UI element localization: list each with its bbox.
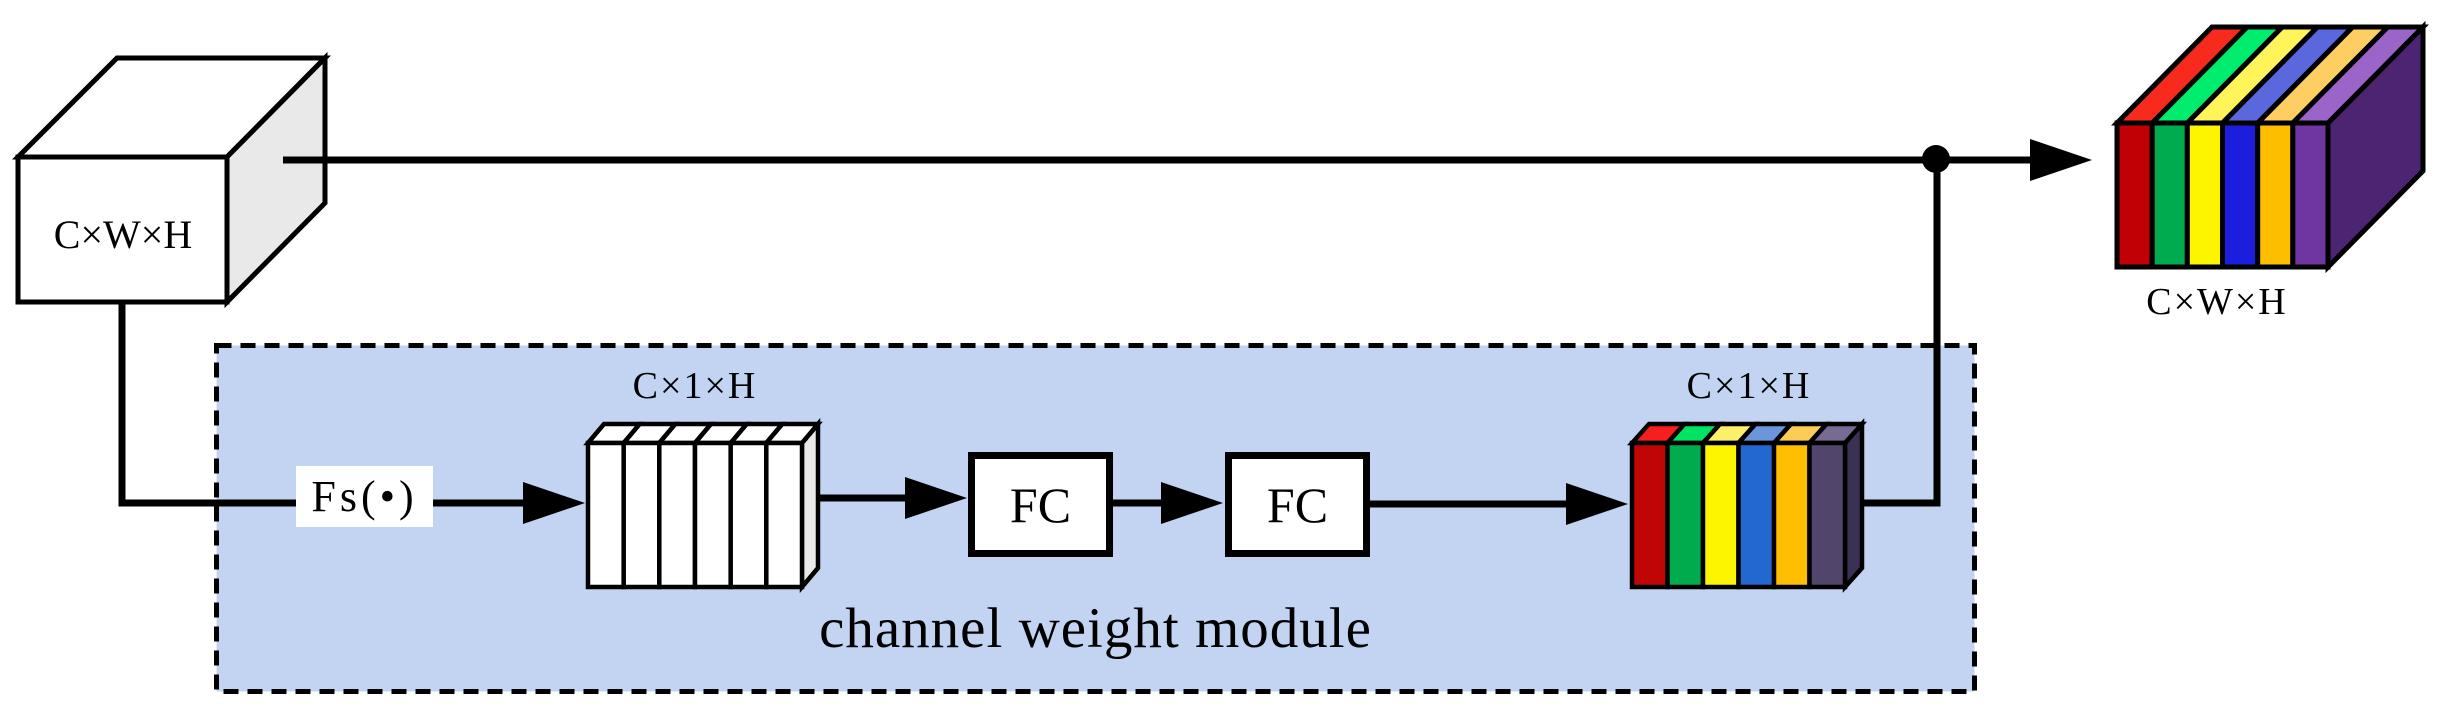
output-arrowhead-icon	[2030, 139, 2092, 181]
fc1-label: FC	[1009, 476, 1072, 533]
input-tensor-label: C×W×H	[53, 212, 193, 257]
squeezed-slab-front	[621, 440, 662, 590]
output-slab-front	[2255, 120, 2296, 270]
squeezed-slab-front	[764, 440, 805, 590]
squeezed-slab-front	[692, 440, 733, 590]
squeezed-tensor-box	[583, 417, 823, 594]
junction-dot	[1922, 145, 1950, 173]
squeeze-function-label: Fs(•)	[296, 466, 433, 527]
weight-slab-front	[1771, 440, 1812, 590]
squeeze-arrowhead-icon	[523, 482, 585, 524]
fc2-label: FC	[1266, 476, 1329, 533]
module-title: channel weight module	[819, 597, 1372, 660]
squeezed-slab-front	[657, 440, 698, 590]
squeezed-slab-front	[728, 440, 769, 590]
weight-box-side-face	[1842, 418, 1865, 593]
input-tensor-box	[11, 51, 331, 309]
weight-slab-front	[1700, 440, 1741, 590]
output-slab-front	[2184, 120, 2225, 270]
arrowheads	[523, 139, 2092, 525]
fc2-box: FC	[1225, 452, 1370, 557]
weight-slab-front	[1665, 440, 1706, 590]
input-box-front-face	[15, 154, 230, 305]
fc1-arrowhead-icon	[905, 477, 967, 519]
squeezed-tensor-label: C×1×H	[632, 365, 758, 407]
weight-slab-front	[1736, 440, 1777, 590]
weight-slab-front	[1807, 440, 1848, 590]
fc1-box: FC	[968, 452, 1113, 557]
weight-arrowhead-icon	[1566, 483, 1628, 525]
weight-slab-front	[1629, 440, 1670, 590]
weight-tensor-box	[1626, 418, 1868, 593]
weight-tensor-label: C×1×H	[1686, 365, 1812, 407]
squeezed-slab-front	[585, 440, 626, 590]
output-tensor-box	[2111, 20, 2429, 274]
fc2-arrowhead-icon	[1161, 482, 1223, 524]
output-slab-front	[2220, 120, 2261, 270]
output-slab-front	[2114, 120, 2155, 270]
squeezed-box-side-face	[799, 417, 821, 594]
output-tensor-label: C×W×H	[2146, 281, 2288, 323]
weight-to-junction-line	[1862, 160, 1941, 507]
output-slab-front	[2149, 120, 2190, 270]
output-slab-front	[2290, 120, 2331, 270]
